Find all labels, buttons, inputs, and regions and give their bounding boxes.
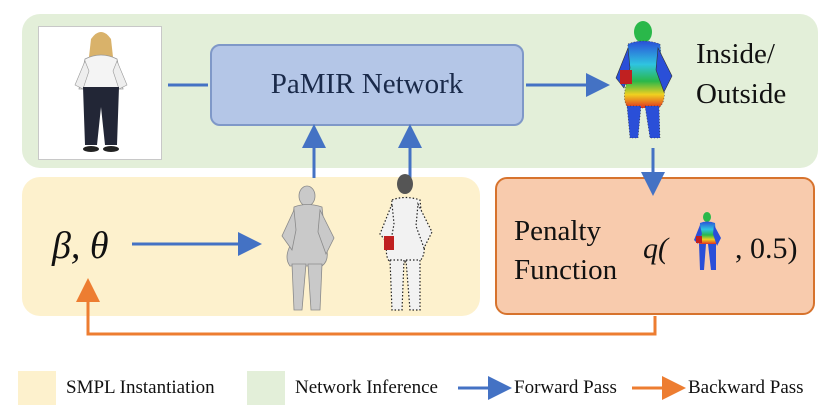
pamir-network-label: PaMIR Network bbox=[270, 68, 464, 100]
legend-network-inference-label: Network Inference bbox=[295, 377, 438, 398]
penalty-formula-suffix: , 0.5) bbox=[735, 232, 798, 265]
penalty-formula-prefix: q( bbox=[643, 232, 668, 265]
penalty-function-box bbox=[495, 177, 815, 315]
penalty-label: Penalty bbox=[514, 215, 601, 247]
legend-forward-label: Forward Pass bbox=[514, 377, 617, 398]
pamir-network-box bbox=[210, 44, 524, 126]
legend-backward-label: Backward Pass bbox=[688, 377, 804, 398]
smpl-body-mesh-icon bbox=[281, 185, 335, 311]
backward-arrow bbox=[76, 278, 657, 336]
legend-swatch-smpl bbox=[18, 371, 56, 405]
beta-theta-label: β, θ bbox=[52, 225, 109, 267]
inside-label: Inside/ bbox=[696, 38, 775, 70]
point-cloud-body-icon bbox=[379, 174, 433, 311]
small-colored-body-icon bbox=[694, 212, 721, 270]
outside-label: Outside bbox=[696, 78, 787, 110]
colored-occupancy-body-icon bbox=[615, 21, 673, 139]
input-photo bbox=[38, 26, 162, 160]
person-photo-icon bbox=[74, 32, 128, 152]
legend-smpl-label: SMPL Instantiation bbox=[66, 377, 215, 398]
function-label: Function bbox=[514, 254, 618, 286]
legend-swatch-network-inference bbox=[247, 371, 285, 405]
